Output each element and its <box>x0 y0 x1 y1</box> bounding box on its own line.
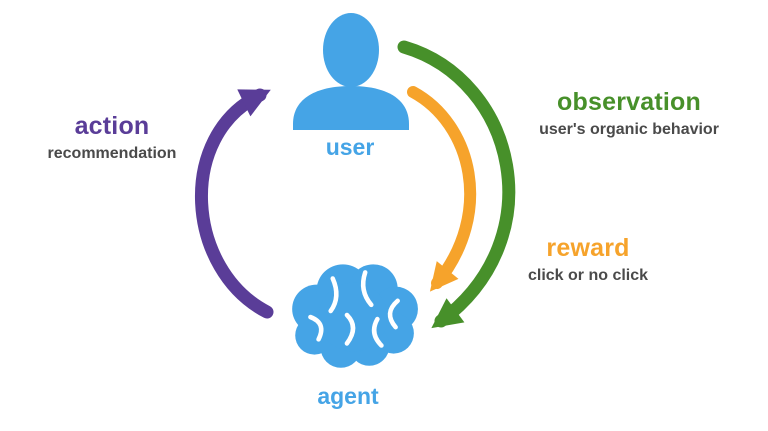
agent-node-label: agent <box>317 383 379 409</box>
observation-label: observation <box>557 88 701 116</box>
reward-label: reward <box>546 234 630 262</box>
brain-icon <box>292 264 418 368</box>
reward-description: click or no click <box>527 266 649 284</box>
person-icon <box>293 13 409 130</box>
observation-description: user's organic behavior <box>539 120 719 138</box>
reward-arrow <box>407 86 477 292</box>
action-arrow <box>195 88 274 319</box>
observation-label-block: observation user's organic behavior <box>518 88 740 139</box>
action-label-block: action recommendation <box>12 112 212 163</box>
brain-folds <box>308 270 400 348</box>
reward-label-block: reward click or no click <box>498 234 678 285</box>
user-node-label: user <box>325 134 375 160</box>
action-description: recommendation <box>47 144 177 162</box>
action-label: action <box>74 112 150 140</box>
observation-arrow <box>397 40 516 329</box>
